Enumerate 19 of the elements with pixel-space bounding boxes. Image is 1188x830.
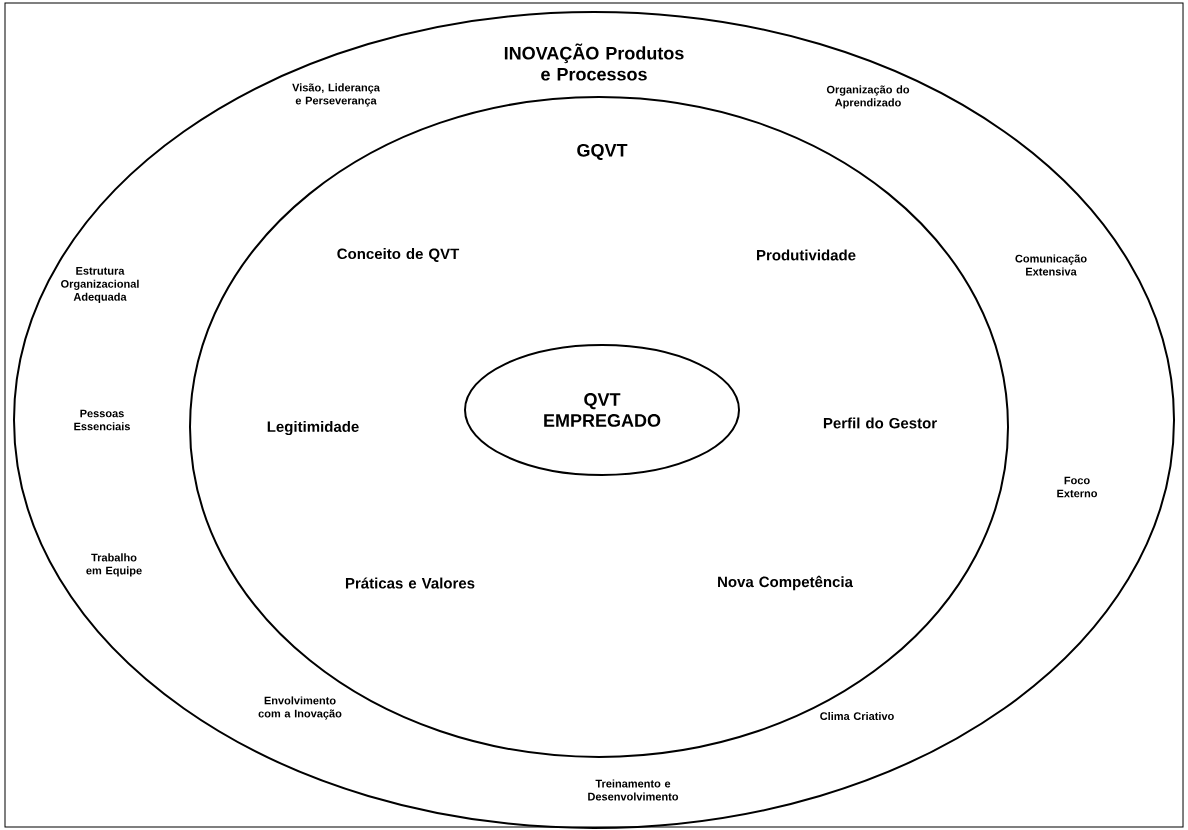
ring-label: Trabalho em Equipe xyxy=(86,553,142,577)
ellipse-heading: GQVT xyxy=(577,143,628,161)
ring-label: Perfil do Gestor xyxy=(823,417,937,429)
ellipse-heading: INOVAÇÃO Produtos e Processos xyxy=(504,43,684,81)
ring-label: Estrutura Organizacional Adequada xyxy=(61,267,139,303)
ring-label: Nova Competência xyxy=(718,575,854,591)
ring-label: Organização do Aprendizado xyxy=(826,85,910,109)
ring-label: Visão, Liderança e Perseverança xyxy=(292,83,380,107)
ellipse-heading: QVT EMPREGADO xyxy=(544,393,661,427)
ring-label: Pessoas Essenciais xyxy=(74,409,130,431)
ring-label: Foco Externo xyxy=(1057,476,1098,498)
ring-label: Treinamento e Desenvolvimento xyxy=(588,779,679,801)
ring-label: Produtividade xyxy=(757,249,856,261)
ring-label: Envolvimento com a Inovação xyxy=(258,696,342,720)
ring-label: Clima Criativo xyxy=(820,711,894,721)
ring-label: Práticas e Valores xyxy=(345,577,475,589)
ring-label: Comunicação Extensiva xyxy=(1015,254,1087,276)
ring-label: Legitimidade xyxy=(267,420,359,435)
ring-label: Conceito de QVT xyxy=(337,248,460,262)
